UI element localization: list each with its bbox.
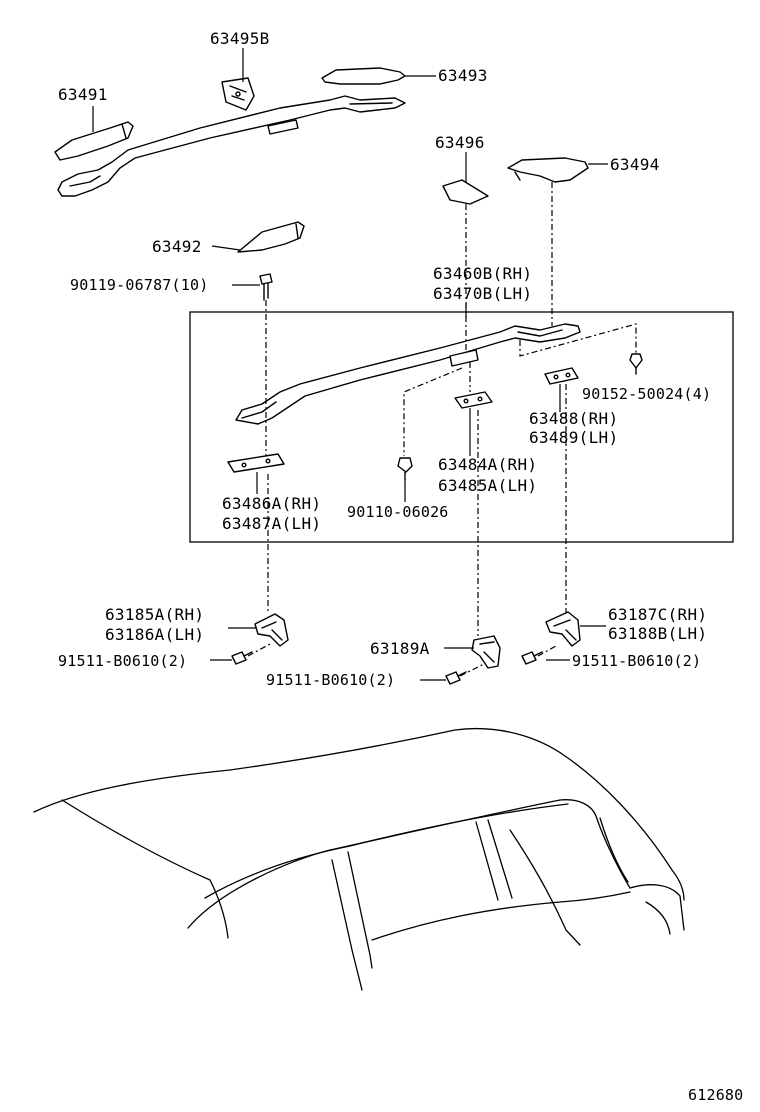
label-91511-B0610-right: 91511-B0610(2) <box>572 652 701 670</box>
pad-63486A: 63486A(RH) 63487A(LH) <box>222 453 321 533</box>
label-63460B: 63460B(RH) <box>433 264 532 283</box>
label-63488: 63488(RH) <box>529 409 618 428</box>
label-63485A: 63485A(LH) <box>438 476 537 495</box>
label-63185A: 63185A(RH) <box>105 605 204 624</box>
pad-63496: 63496 <box>435 133 489 205</box>
upper-roof-rail-assembly <box>57 95 406 197</box>
bolt-91511-B0610-center: 91511-B0610(2) <box>266 671 467 689</box>
label-63186A: 63186A(LH) <box>105 625 204 644</box>
rail-end-cover-63491: 63491 <box>54 85 134 161</box>
label-63487A: 63487A(LH) <box>222 514 321 533</box>
label-63496: 63496 <box>435 133 485 152</box>
label-90152-50024: 90152-50024(4) <box>582 385 711 403</box>
alignment-lines <box>247 182 637 677</box>
bracket-63189A: 63189A <box>370 635 501 669</box>
roof-rail-63460B <box>235 323 581 425</box>
assembly-boundary-box <box>189 311 734 543</box>
vehicle-roof-outline <box>33 727 685 991</box>
cover-63492: 63492 <box>152 221 305 256</box>
label-90119-06787: 90119-06787(10) <box>70 276 208 294</box>
front-cover-63493: 63493 <box>321 66 488 85</box>
bracket-63185A: 63185A(RH) 63186A(LH) <box>105 605 289 647</box>
label-63187C: 63187C(RH) <box>608 605 707 624</box>
pad-63484A: 63484A(RH) 63485A(LH) <box>438 391 537 495</box>
clip-90152-50024: 90152-50024(4) <box>582 353 711 403</box>
label-63495B: 63495B <box>210 29 270 48</box>
screw-90119-06787: 90119-06787(10) <box>70 273 273 301</box>
label-63493: 63493 <box>438 66 488 85</box>
label-63486A: 63486A(RH) <box>222 494 321 513</box>
label-63492: 63492 <box>152 237 202 256</box>
bracket-63187C: 63187C(RH) 63188B(LH) <box>545 605 707 647</box>
label-63189A: 63189A <box>370 639 430 658</box>
label-63470B: 63470B(LH) <box>433 284 532 303</box>
label-91511-B0610-left: 91511-B0610(2) <box>58 652 187 670</box>
label-63484A: 63484A(RH) <box>438 455 537 474</box>
clip-90110-06026: 90110-06026 <box>347 457 449 521</box>
bracket-63495B: 63495B <box>210 29 270 111</box>
label-63188B: 63188B(LH) <box>608 624 707 643</box>
label-91511-B0610-center: 91511-B0610(2) <box>266 671 395 689</box>
cover-63494: 63494 <box>507 155 660 183</box>
label-63489: 63489(LH) <box>529 428 618 447</box>
label-63491: 63491 <box>58 85 108 104</box>
label-90110-06026: 90110-06026 <box>347 503 449 521</box>
diagram-number: 612680 <box>688 1086 743 1104</box>
pad-63488: 63488(RH) 63489(LH) <box>529 367 618 447</box>
bolt-91511-B0610-left: 91511-B0610(2) <box>58 651 253 670</box>
label-63494: 63494 <box>610 155 660 174</box>
bolt-91511-B0610-right: 91511-B0610(2) <box>521 651 701 670</box>
